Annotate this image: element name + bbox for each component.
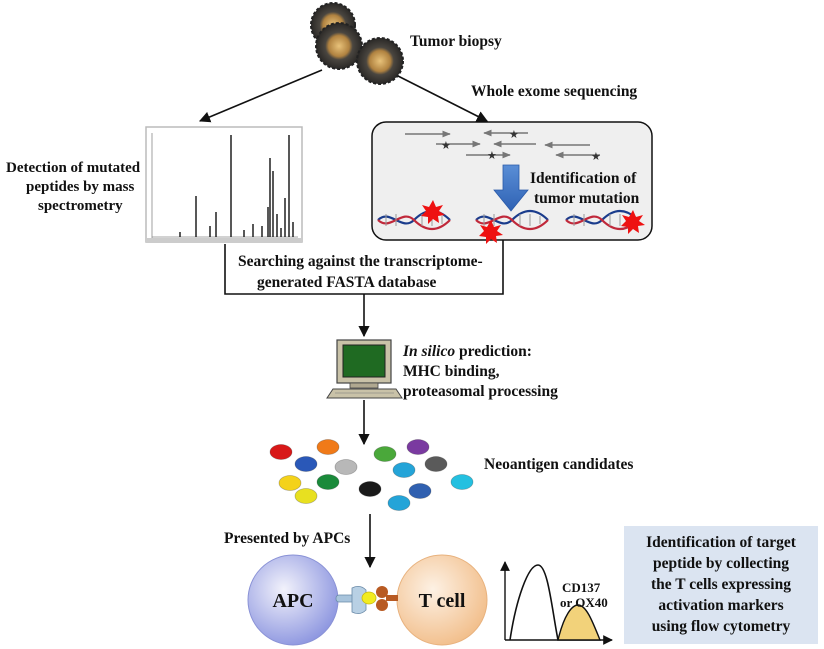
box-line: Identification of target	[646, 534, 796, 551]
neoantigen-oval-icon	[294, 488, 318, 504]
tumor-cell-icon	[315, 22, 363, 70]
t-cell-label: T cell	[419, 590, 466, 612]
apc-label: APC	[272, 590, 313, 612]
neoantigen-oval-icon	[278, 475, 302, 491]
mutation-burst-icons	[421, 200, 645, 244]
dna-helix-icon	[475, 209, 549, 231]
neoantigen-candidates-group	[269, 439, 474, 511]
presented-label: Presented by APCs	[224, 530, 350, 547]
box-line: peptide by collecting	[652, 555, 790, 572]
tumor-cell-icon	[356, 37, 404, 85]
neoantigen-oval-icon	[408, 483, 432, 499]
neoantigen-oval-icon	[373, 446, 397, 462]
detection-label: Detection of mutated peptides by mass sp…	[6, 160, 144, 214]
arrow-to-sequencing	[397, 75, 488, 122]
neoantigen-oval-icon	[269, 444, 293, 460]
neoantigen-oval-icon	[294, 456, 318, 472]
mutation-stars: ★ ★ ★ ★	[441, 128, 601, 163]
star-icon: ★	[591, 150, 601, 163]
neoantigen-oval-icon	[424, 456, 448, 472]
neoantigen-oval-icon	[406, 439, 430, 455]
mutation-burst-icon	[421, 200, 445, 224]
neoantigen-oval-icon	[316, 439, 340, 455]
sequencing-panel: ★ ★ ★ ★	[371, 121, 653, 244]
mass-spectrum-panel	[145, 126, 303, 243]
star-icon: ★	[487, 149, 497, 162]
tumor-biopsy-label: Tumor biopsy	[410, 33, 502, 50]
neoantigen-oval-icon	[387, 495, 411, 511]
in-silico-label: In silico prediction:	[402, 343, 532, 360]
arrow-to-mass-spec	[198, 69, 323, 123]
box-line: activation markers	[658, 597, 784, 614]
mhc-tcr-interaction-icon	[335, 586, 398, 614]
neoantigen-oval-icon	[316, 474, 340, 490]
neoantigen-label: Neoantigen candidates	[484, 456, 633, 473]
mutation-burst-icon	[479, 220, 503, 244]
box-line: using flow cytometry	[651, 618, 791, 635]
star-icon: ★	[441, 139, 451, 152]
neoantigen-oval-icon	[334, 459, 358, 475]
target-identification-box: Identification of target peptide by coll…	[624, 526, 818, 644]
star-icon: ★	[509, 128, 519, 141]
tumor-cells-icon	[310, 2, 404, 85]
down-arrow-icon	[493, 164, 529, 212]
t-cell: T cell	[396, 554, 488, 646]
neoantigen-oval-icon	[450, 474, 474, 490]
sequencing-reads	[405, 129, 600, 159]
neoantigen-oval-icon	[392, 462, 416, 478]
searching-label: Searching against the transcriptome- gen…	[238, 253, 487, 291]
computer-icon	[326, 339, 403, 399]
proteasomal-label: proteasomal processing	[403, 383, 558, 400]
identification-mutation-label: Identification of tumor mutation	[530, 170, 640, 207]
whole-exome-label: Whole exome sequencing	[471, 83, 637, 100]
flow-histogram-icon	[500, 561, 613, 645]
box-line: the T cells expressing	[651, 576, 791, 593]
mutation-burst-icon	[621, 210, 645, 234]
apc-cell: APC	[247, 554, 339, 646]
mhc-binding-label: MHC binding,	[403, 363, 500, 380]
dna-helix-icon	[565, 209, 639, 231]
spectrum-peaks	[179, 135, 294, 237]
activation-markers-label: CD137 or OX40	[560, 580, 608, 610]
neoantigen-oval-icon	[358, 481, 382, 497]
